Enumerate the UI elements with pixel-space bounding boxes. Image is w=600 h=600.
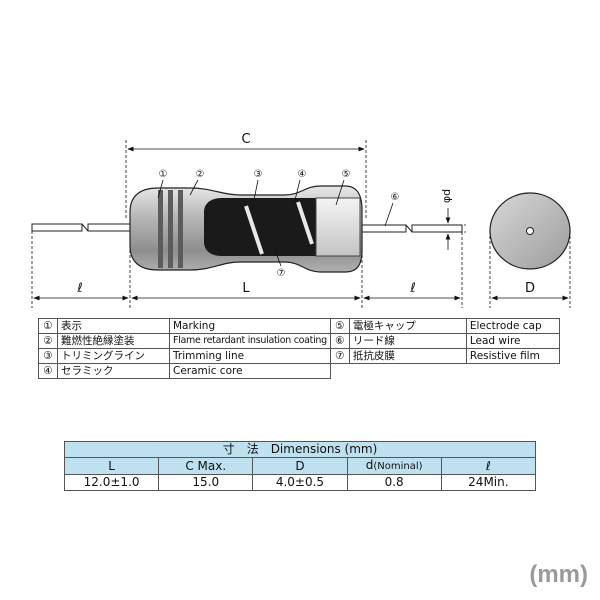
value-cell: 24Min. <box>440 474 537 491</box>
marking-band <box>168 190 173 268</box>
marker-7: ⑦ <box>277 268 286 279</box>
legend-num: ④ <box>38 363 58 379</box>
col-header: C Max. <box>158 457 254 475</box>
legend-en: Resistive film <box>465 348 560 364</box>
marker-4: ④ <box>298 169 307 180</box>
unit-label: (mm) <box>529 561 588 588</box>
trimming-line <box>296 201 314 245</box>
dimensions-title-row: 寸 法 Dimensions (mm) <box>64 441 536 458</box>
legend-en: Lead wire <box>465 333 560 349</box>
end-view <box>489 192 571 270</box>
legend-row: ④ セラミック Ceramic core <box>38 363 560 379</box>
dimension-lines <box>31 140 571 308</box>
dimensions-title: 寸 法 Dimensions (mm) <box>64 441 536 458</box>
legend-jp: セラミック <box>57 363 170 379</box>
col-header: L <box>63 457 160 475</box>
legend-jp: 抵抗皮膜 <box>348 348 467 364</box>
value-cell: 0.8 <box>346 474 442 491</box>
legend-jp: トリミングライン <box>57 348 170 364</box>
marking-band <box>178 190 183 268</box>
col-header-d-label: d <box>365 458 374 472</box>
value-cell: 15.0 <box>158 474 254 491</box>
legend-en: Electrode cap <box>465 318 560 334</box>
legend-jp: リード線 <box>348 333 467 349</box>
legend-row: ① 表示 Marking ⑤ 電極キャップ Electrode cap <box>38 318 560 334</box>
marker-1: ① <box>159 169 168 180</box>
legend-empty-cell <box>330 363 560 379</box>
dimensions-value-row: 12.0±1.0 15.0 4.0±0.5 0.8 24Min. <box>63 474 537 491</box>
value-cell: 4.0±0.5 <box>252 474 348 491</box>
legend-num: ① <box>38 318 58 334</box>
legend-en: Trimming line <box>169 348 331 364</box>
marker-6: ⑥ <box>391 192 400 203</box>
value-cell: 12.0±1.0 <box>63 474 160 491</box>
legend-en: Ceramic core <box>169 363 331 379</box>
col-header-d-suffix: (Nominal) <box>373 461 423 472</box>
dim-label-lead-left: ℓ <box>76 281 82 296</box>
legend-num: ⑥ <box>329 333 350 349</box>
legend-num: ⑦ <box>329 348 350 364</box>
dimensions-header-row: L C Max. D d(Nominal) ℓ <box>63 457 537 475</box>
legend-jp: 表示 <box>57 318 170 334</box>
part-markers: ① ② ③ ④ ⑤ ⑥ ⑦ <box>157 169 400 279</box>
legend-jp: 電極キャップ <box>348 318 467 334</box>
dim-label-D: D <box>525 281 535 296</box>
legend-jp: 難燃性絶縁塗装 <box>57 333 170 349</box>
lead-wire-left <box>31 223 131 232</box>
dim-label-lead-right: ℓ <box>409 281 415 296</box>
resistor-diagram: ① ② ③ ④ ⑤ ⑥ ⑦ <box>31 132 571 308</box>
col-header: D <box>252 457 348 475</box>
dimension-labels: C L ℓ ℓ D φd <box>76 132 535 296</box>
col-header: ℓ <box>440 457 537 475</box>
lead-wire-right <box>361 224 463 233</box>
legend-row: ② 難燃性絶縁塗装 Flame retardant insulation coa… <box>38 333 560 349</box>
marker-5: ⑤ <box>342 169 351 180</box>
marker-2: ② <box>196 169 205 180</box>
dim-label-C: C <box>241 132 250 147</box>
legend-en: Flame retardant insulation coating <box>169 333 331 349</box>
legend-en: Marking <box>169 318 331 334</box>
legend-row: ③ トリミングライン Trimming line ⑦ 抵抗皮膜 Resistiv… <box>38 348 560 364</box>
col-header-d: d(Nominal) <box>346 457 442 475</box>
legend-num: ③ <box>38 348 58 364</box>
parts-legend: ① 表示 Marking ⑤ 電極キャップ Electrode cap ② 難燃… <box>38 318 560 379</box>
dim-label-phi-d: φd <box>440 189 453 203</box>
electrode-cap <box>315 197 361 257</box>
resistor-body <box>129 185 363 273</box>
resistive-film <box>204 198 316 256</box>
legend-num: ⑤ <box>329 318 350 334</box>
dimensions-table: 寸 法 Dimensions (mm) L C Max. D d(Nominal… <box>63 441 537 491</box>
trimming-line <box>244 205 264 255</box>
marker-3: ③ <box>254 169 263 180</box>
legend-num: ② <box>38 333 58 349</box>
dim-label-L: L <box>242 281 250 296</box>
marking-band <box>158 190 163 268</box>
